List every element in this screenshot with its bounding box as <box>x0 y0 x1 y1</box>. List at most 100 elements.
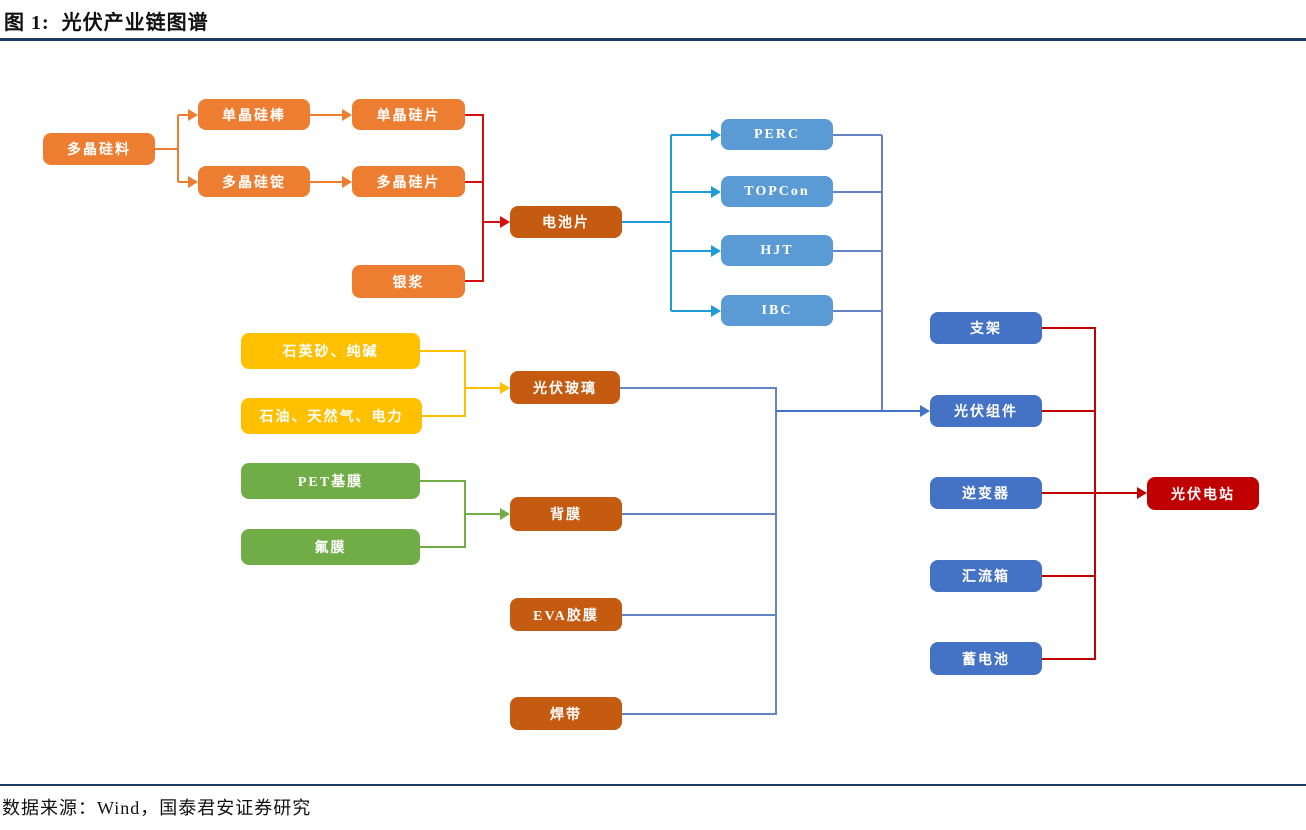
edge-line <box>422 415 466 417</box>
edge-line <box>465 513 502 515</box>
node-oil-gas-power: 石油、天然气、电力 <box>241 398 422 434</box>
arrowhead-icon <box>342 176 352 188</box>
edge-line <box>1042 575 1096 577</box>
edge-line <box>465 114 484 116</box>
edge-line <box>155 148 179 150</box>
arrowhead-icon <box>920 405 930 417</box>
node-label: 背膜 <box>550 508 582 523</box>
node-poly-wafer: 多晶硅片 <box>352 166 465 197</box>
data-source-caption: 数据来源：Wind，国泰君安证券研究 <box>2 798 312 818</box>
node-label: 焊带 <box>550 707 582 723</box>
arrowhead-icon <box>342 109 352 121</box>
node-pet-film: PET基膜 <box>241 463 420 499</box>
arrowhead-icon <box>188 176 198 188</box>
node-silver-paste: 银浆 <box>352 265 465 298</box>
node-label: 多晶硅锭 <box>222 175 286 191</box>
node-label: 逆变器 <box>962 487 1010 502</box>
edge-line <box>1042 492 1137 494</box>
edge-line <box>881 135 883 411</box>
node-label: 电池片 <box>542 216 590 231</box>
node-label: PET基膜 <box>297 475 364 490</box>
node-ribbon: 焊带 <box>510 697 622 730</box>
node-label: 蓄电池 <box>962 652 1010 668</box>
node-bracket: 支架 <box>930 312 1042 344</box>
arrowhead-icon <box>711 245 721 257</box>
node-battery: 蓄电池 <box>930 642 1042 675</box>
node-label: IBC <box>761 302 793 318</box>
edge-line <box>622 221 672 223</box>
edge-line <box>420 546 466 548</box>
edge-line <box>310 181 344 183</box>
edge-line <box>1042 658 1096 660</box>
edge-line <box>833 134 882 136</box>
node-perc: PERC <box>721 119 833 150</box>
edge-line <box>482 115 484 281</box>
figure-title: 图 1: 光伏产业链图谱 <box>4 12 209 34</box>
edge-line <box>1042 327 1096 329</box>
node-label: 氟膜 <box>314 541 347 556</box>
edge-line <box>622 713 777 715</box>
arrowhead-icon <box>1137 487 1147 499</box>
edge-line <box>833 310 882 312</box>
node-fluoro-film: 氟膜 <box>241 529 420 565</box>
node-poly-ingot: 多晶硅锭 <box>198 166 310 197</box>
title-underline <box>0 38 1306 41</box>
edge-line <box>620 387 777 389</box>
edge-line <box>671 310 713 312</box>
arrowhead-icon <box>711 305 721 317</box>
edge-line <box>465 181 484 183</box>
node-pv-glass: 光伏玻璃 <box>510 371 620 404</box>
node-label: 单晶硅棒 <box>222 108 286 124</box>
node-label: 光伏玻璃 <box>533 381 597 397</box>
node-label: 光伏电站 <box>1171 487 1235 503</box>
node-label: 单晶硅片 <box>376 108 441 124</box>
node-mono-wafer: 单晶硅片 <box>352 99 465 130</box>
edge-line <box>775 388 777 714</box>
node-polysilicon: 多晶硅料 <box>43 133 155 165</box>
node-hjt: HJT <box>721 235 833 266</box>
edge-line <box>465 387 502 389</box>
edge-line <box>177 115 179 182</box>
node-label: 银浆 <box>392 275 425 291</box>
edge-line <box>465 280 484 282</box>
edge-line <box>671 191 713 193</box>
edge-line <box>310 114 344 116</box>
node-label: 多晶硅片 <box>376 175 441 191</box>
node-mono-ingot: 单晶硅棒 <box>198 99 310 130</box>
edge-line <box>833 191 882 193</box>
node-quartz-soda: 石英砂、纯碱 <box>241 333 420 369</box>
edge-line <box>671 134 713 136</box>
node-label: 支架 <box>970 322 1002 337</box>
node-combiner-box: 汇流箱 <box>930 560 1042 592</box>
node-label: EVA胶膜 <box>533 608 599 624</box>
edge-line <box>464 351 466 416</box>
edge-line <box>833 250 882 252</box>
arrowhead-icon <box>711 129 721 141</box>
edge-line <box>1042 410 1096 412</box>
edge-line <box>420 350 466 352</box>
edge-line <box>670 135 672 311</box>
edge-line <box>178 181 190 183</box>
node-label: HJT <box>760 242 794 258</box>
node-backsheet: 背膜 <box>510 497 622 531</box>
arrowhead-icon <box>500 216 510 228</box>
node-inverter: 逆变器 <box>930 477 1042 509</box>
edge-line <box>622 614 777 616</box>
node-ibc: IBC <box>721 295 833 326</box>
node-eva-film: EVA胶膜 <box>510 598 622 631</box>
node-label: 光伏组件 <box>954 405 1018 420</box>
node-label: PERC <box>753 126 801 142</box>
edge-line <box>483 221 502 223</box>
node-pv-module: 光伏组件 <box>930 395 1042 427</box>
arrowhead-icon <box>711 186 721 198</box>
footer-rule <box>0 784 1306 786</box>
node-pv-plant: 光伏电站 <box>1147 477 1259 510</box>
node-label: 多晶硅料 <box>67 143 131 158</box>
node-cell: 电池片 <box>510 206 622 238</box>
arrowhead-icon <box>500 508 510 520</box>
edge-line <box>671 250 713 252</box>
node-label: 石油、天然气、电力 <box>259 410 404 425</box>
edge-line <box>420 480 466 482</box>
node-topcon: TOPCon <box>721 176 833 207</box>
arrowhead-icon <box>500 382 510 394</box>
